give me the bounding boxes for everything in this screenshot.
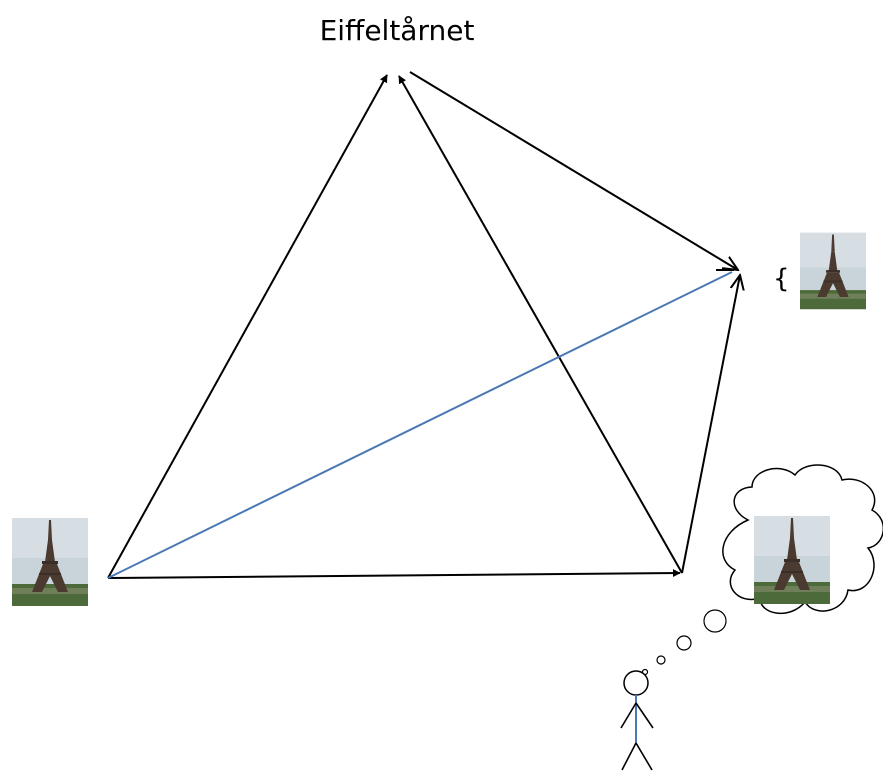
photo-thought: [754, 516, 830, 604]
edge-left-to-top: [107, 74, 388, 579]
stick-figure-right-arm: [635, 702, 654, 729]
photo-left: [12, 518, 88, 606]
edge-left-to-bottomright: [107, 569, 681, 579]
edge-bottomright-to-right: [681, 275, 740, 574]
edge-blue-left-to-right: [107, 271, 733, 579]
edge-bottomright-to-top: [398, 75, 683, 574]
stick-figure-right-leg: [635, 742, 653, 771]
brace-symbol: {: [773, 264, 790, 294]
stick-figure-head: [623, 670, 649, 696]
thought-bubble-large: [703, 609, 727, 633]
title-eiffeltarnet: Eiffeltårnet: [320, 14, 475, 47]
stick-figure-left-arm: [620, 702, 637, 729]
edge-top-to-right: [409, 71, 738, 270]
photo-right: [800, 232, 866, 310]
stick-figure: [620, 670, 654, 771]
stick-figure-left-leg: [621, 742, 637, 771]
thought-bubble-small: [656, 655, 666, 665]
thought-bubble-medium: [676, 635, 692, 651]
